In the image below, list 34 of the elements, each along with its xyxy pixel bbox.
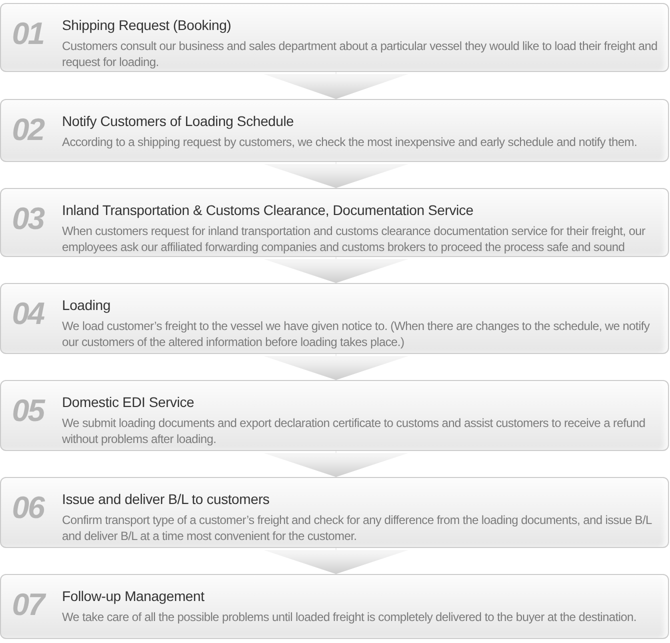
step-description: We take care of all the possible problems until loaded freight is completely delivered to the buyer at the destination. bbox=[62, 609, 638, 625]
step-description: We load customer’s freight to the vessel we have given notice to. (When there are changes to the schedule, we notify our customers of the altered information before loading takes place.) bbox=[62, 318, 651, 350]
arrow bbox=[264, 256, 408, 284]
step-number: 06 bbox=[12, 492, 44, 524]
step-title: Issue and deliver B/L to customers bbox=[62, 490, 270, 508]
step-title: Inland Transportation & Customs Clearance, Documentation Service bbox=[62, 201, 474, 219]
step-box bbox=[0, 380, 669, 451]
step-number: 03 bbox=[12, 203, 44, 235]
step-description: We submit loading documents and export declaration certificate to customs and assist customers to receive a refund without problems after loading. bbox=[62, 415, 646, 447]
arrow bbox=[264, 450, 408, 478]
step-title: Follow-up Management bbox=[62, 587, 206, 605]
step-number: 02 bbox=[12, 114, 44, 146]
arrow bbox=[264, 72, 408, 100]
step-number: 01 bbox=[12, 18, 44, 50]
arrow bbox=[264, 354, 408, 380]
step-box bbox=[0, 99, 669, 162]
step-number: 07 bbox=[12, 589, 44, 621]
step-description: Customers consult our business and sales department about a particular vessel they would like to load their freight and request for loading. bbox=[62, 38, 658, 70]
step-title: Notify Customers of Loading Schedule bbox=[62, 112, 295, 130]
step-title: Domestic EDI Service bbox=[62, 393, 196, 411]
step-description: Confirm transport type of a customer’s freight and check for any difference from the loading documents, and issue B/L and deliver B/L at a time most convenient for the customer. bbox=[62, 512, 653, 544]
step-title: Shipping Request (Booking) bbox=[62, 16, 232, 34]
step-box bbox=[0, 188, 669, 257]
step-description: According to a shipping request by customers, we check the most inexpensive and early schedule and notify them. bbox=[62, 134, 638, 150]
step-description: When customers request for inland transportation and customs clearance documentation service for their freight, our employees ask our affiliated forwarding companies and customs brokers to proceed the process safe and sound bbox=[62, 223, 646, 255]
step-number: 04 bbox=[12, 298, 44, 330]
step-box bbox=[0, 477, 669, 548]
arrow bbox=[264, 548, 408, 574]
step-box bbox=[0, 3, 669, 72]
step-number: 05 bbox=[12, 395, 44, 427]
step-box bbox=[0, 574, 669, 639]
step-box bbox=[0, 283, 669, 354]
arrow bbox=[264, 162, 408, 188]
step-title: Loading bbox=[62, 296, 112, 314]
